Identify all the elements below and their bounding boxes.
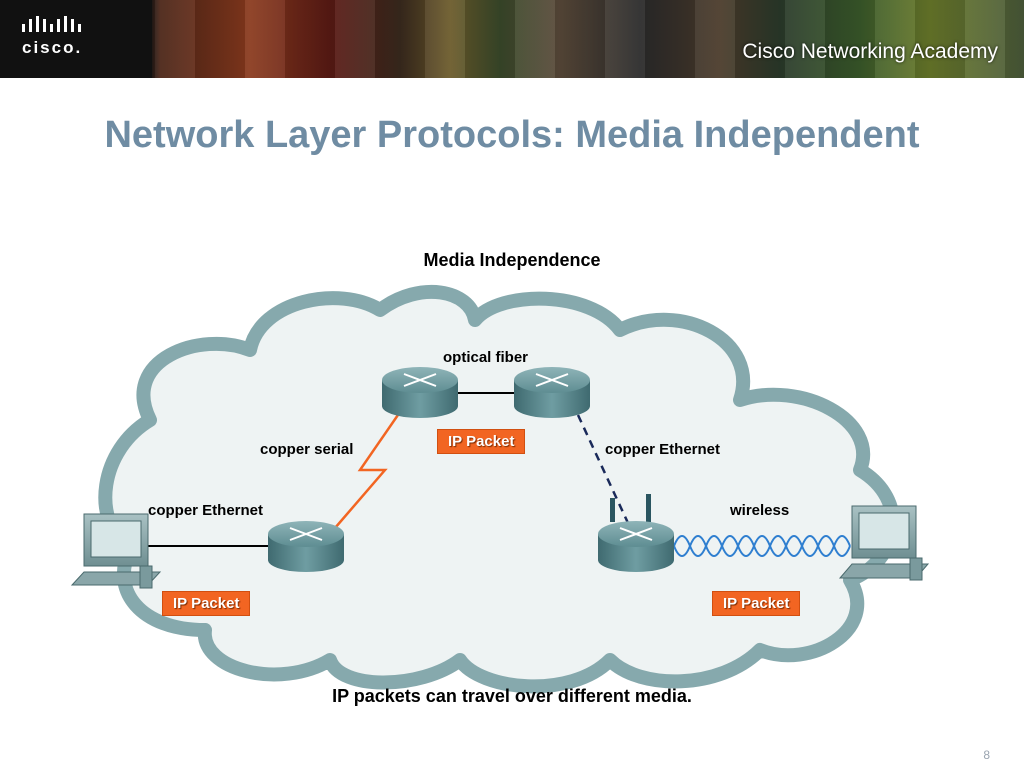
wireless-router-icon: [598, 494, 674, 572]
label-copper-ethernet-right: copper Ethernet: [605, 441, 721, 458]
wireless-wave-icon: [673, 535, 851, 557]
copper-serial-link: [334, 411, 402, 529]
cisco-logo-bars-icon: [22, 16, 81, 32]
cisco-logo: cisco.: [0, 0, 152, 78]
label-copper-ethernet-left: copper Ethernet: [148, 502, 264, 519]
router-icon: [382, 367, 458, 418]
ip-packet-top: IP Packet: [437, 429, 526, 454]
diagram-caption: IP packets can travel over different med…: [332, 686, 692, 706]
computer-icon: [838, 505, 930, 581]
label-copper-serial: copper serial: [260, 441, 354, 458]
copper-ethernet-link-right: [576, 414, 630, 524]
page-number: 8: [983, 748, 990, 762]
ip-packet-right: IP Packet: [712, 591, 801, 616]
router-icon: [514, 367, 590, 418]
computer-icon: [70, 513, 162, 589]
page-title: Network Layer Protocols: Media Independe…: [104, 114, 920, 156]
header-banner: cisco. Cisco Networking Academy: [0, 0, 1024, 78]
router-icon: [268, 521, 344, 572]
banner-photo-strip: [155, 0, 1024, 78]
cisco-logo-text: cisco.: [22, 38, 83, 57]
label-wireless: wireless: [730, 502, 790, 519]
label-optical-fiber: optical fiber: [443, 349, 529, 366]
diagram-title: Media Independence: [423, 250, 601, 270]
ip-packet-left: IP Packet: [162, 591, 251, 616]
academy-name: Cisco Networking Academy: [742, 40, 998, 63]
